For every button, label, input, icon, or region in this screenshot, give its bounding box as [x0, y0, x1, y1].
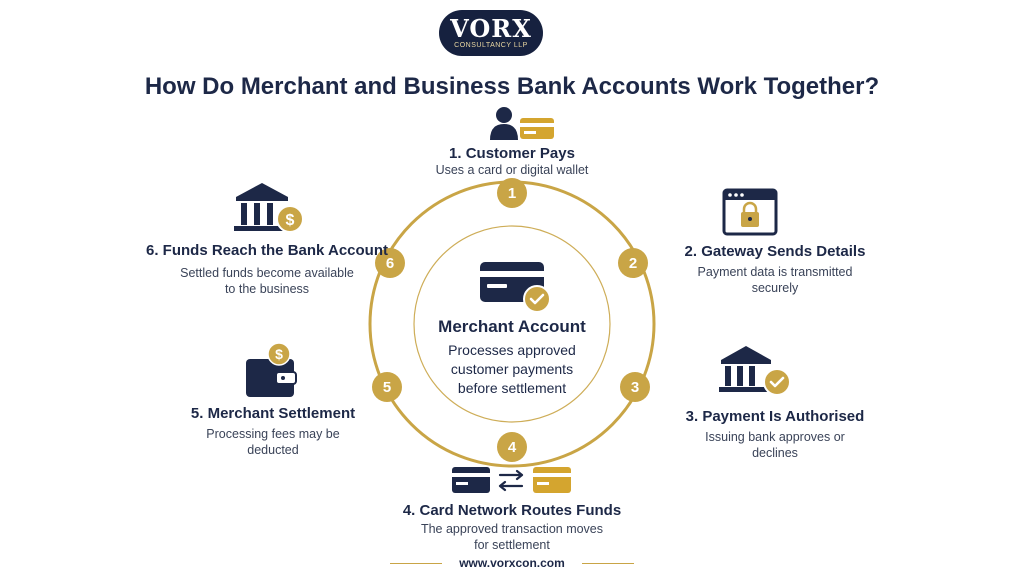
step-badge-5 — [372, 372, 402, 402]
step-2: 2. Gateway Sends Details Payment data is… — [664, 243, 886, 296]
step-badge-1 — [497, 178, 527, 208]
step-1: 1. Customer Pays Uses a card or digital … — [412, 145, 612, 178]
step-badge-6 — [375, 248, 405, 278]
step-3: 3. Payment Is Authorised Issuing bank ap… — [664, 408, 886, 461]
step-number-3: 3 — [631, 379, 639, 396]
step-5-desc-line-1: Processing fees may be — [206, 427, 340, 441]
step-5-title: 5. Merchant Settlement — [190, 405, 356, 422]
step-1-desc: Uses a card or digital wallet — [435, 163, 589, 177]
logo-wordmark: VORX — [450, 14, 532, 43]
card-transfer-icon — [452, 467, 571, 493]
step-number-5: 5 — [383, 379, 391, 396]
page-title: How Do Merchant and Business Bank Accoun… — [144, 73, 880, 100]
merchant-account-title: Merchant Account — [438, 317, 586, 336]
step-number-6: 6 — [386, 255, 394, 272]
footer-rule-left — [390, 563, 442, 564]
svg-text:$: $ — [286, 212, 295, 229]
customer-card-icon — [490, 107, 554, 140]
step-5-desc-line-2: deducted — [247, 443, 299, 457]
step-4-desc-line-1: The approved transaction moves — [420, 522, 604, 536]
inner-circle — [413, 225, 611, 423]
step-1-title: 1. Customer Pays — [449, 145, 575, 162]
footer-rule-right — [582, 563, 634, 564]
step-badges — [372, 178, 650, 462]
step-2-desc-line-1: Payment data is transmitted — [697, 265, 853, 279]
center-card-check-icon — [480, 262, 551, 313]
step-6-desc-line-2: to the business — [224, 282, 310, 296]
step-badge-4 — [497, 432, 527, 462]
step-number-2: 2 — [629, 255, 637, 272]
step-2-desc-line-2: securely — [751, 281, 799, 295]
step-4-title: 4. Card Network Routes Funds — [402, 502, 622, 519]
logo-subtitle: CONSULTANCY LLP — [454, 42, 528, 49]
merchant-account-desc: Processes approved customer payments bef… — [413, 341, 611, 398]
bank-check-icon — [719, 346, 791, 396]
svg-text:$: $ — [275, 346, 283, 362]
step-5: 5. Merchant Settlement Processing fees m… — [162, 405, 384, 458]
brand-logo: VORX CONSULTANCY LLP — [439, 10, 543, 56]
step-2-title: 2. Gateway Sends Details — [684, 243, 866, 260]
wallet-coin-icon: $ — [246, 342, 297, 397]
browser-lock-icon — [722, 188, 778, 236]
merchant-desc-line-1: Processes approved — [448, 342, 576, 358]
bank-dollar-icon: $ — [234, 183, 304, 233]
merchant-desc-line-2: customer payments — [450, 361, 574, 377]
step-badge-3 — [620, 372, 650, 402]
footer-url: www.vorxcon.com — [459, 556, 565, 570]
step-3-desc-line-1: Issuing bank approves or — [705, 430, 845, 444]
step-6: 6. Funds Reach the Bank Account Settled … — [146, 242, 388, 297]
step-number-4: 4 — [508, 439, 517, 456]
step-number-1: 1 — [508, 185, 516, 202]
step-3-desc-line-2: declines — [752, 446, 798, 460]
merchant-desc-line-3: before settlement — [457, 380, 567, 396]
step-4: 4. Card Network Routes Funds The approve… — [392, 502, 632, 553]
step-3-title: 3. Payment Is Authorised — [685, 408, 865, 425]
step-4-desc-line-2: for settlement — [474, 538, 550, 552]
step-6-title: 6. Funds Reach the Bank Account — [146, 242, 388, 259]
step-6-desc-line-1: Settled funds become available — [180, 266, 354, 280]
step-badge-2 — [618, 248, 648, 278]
